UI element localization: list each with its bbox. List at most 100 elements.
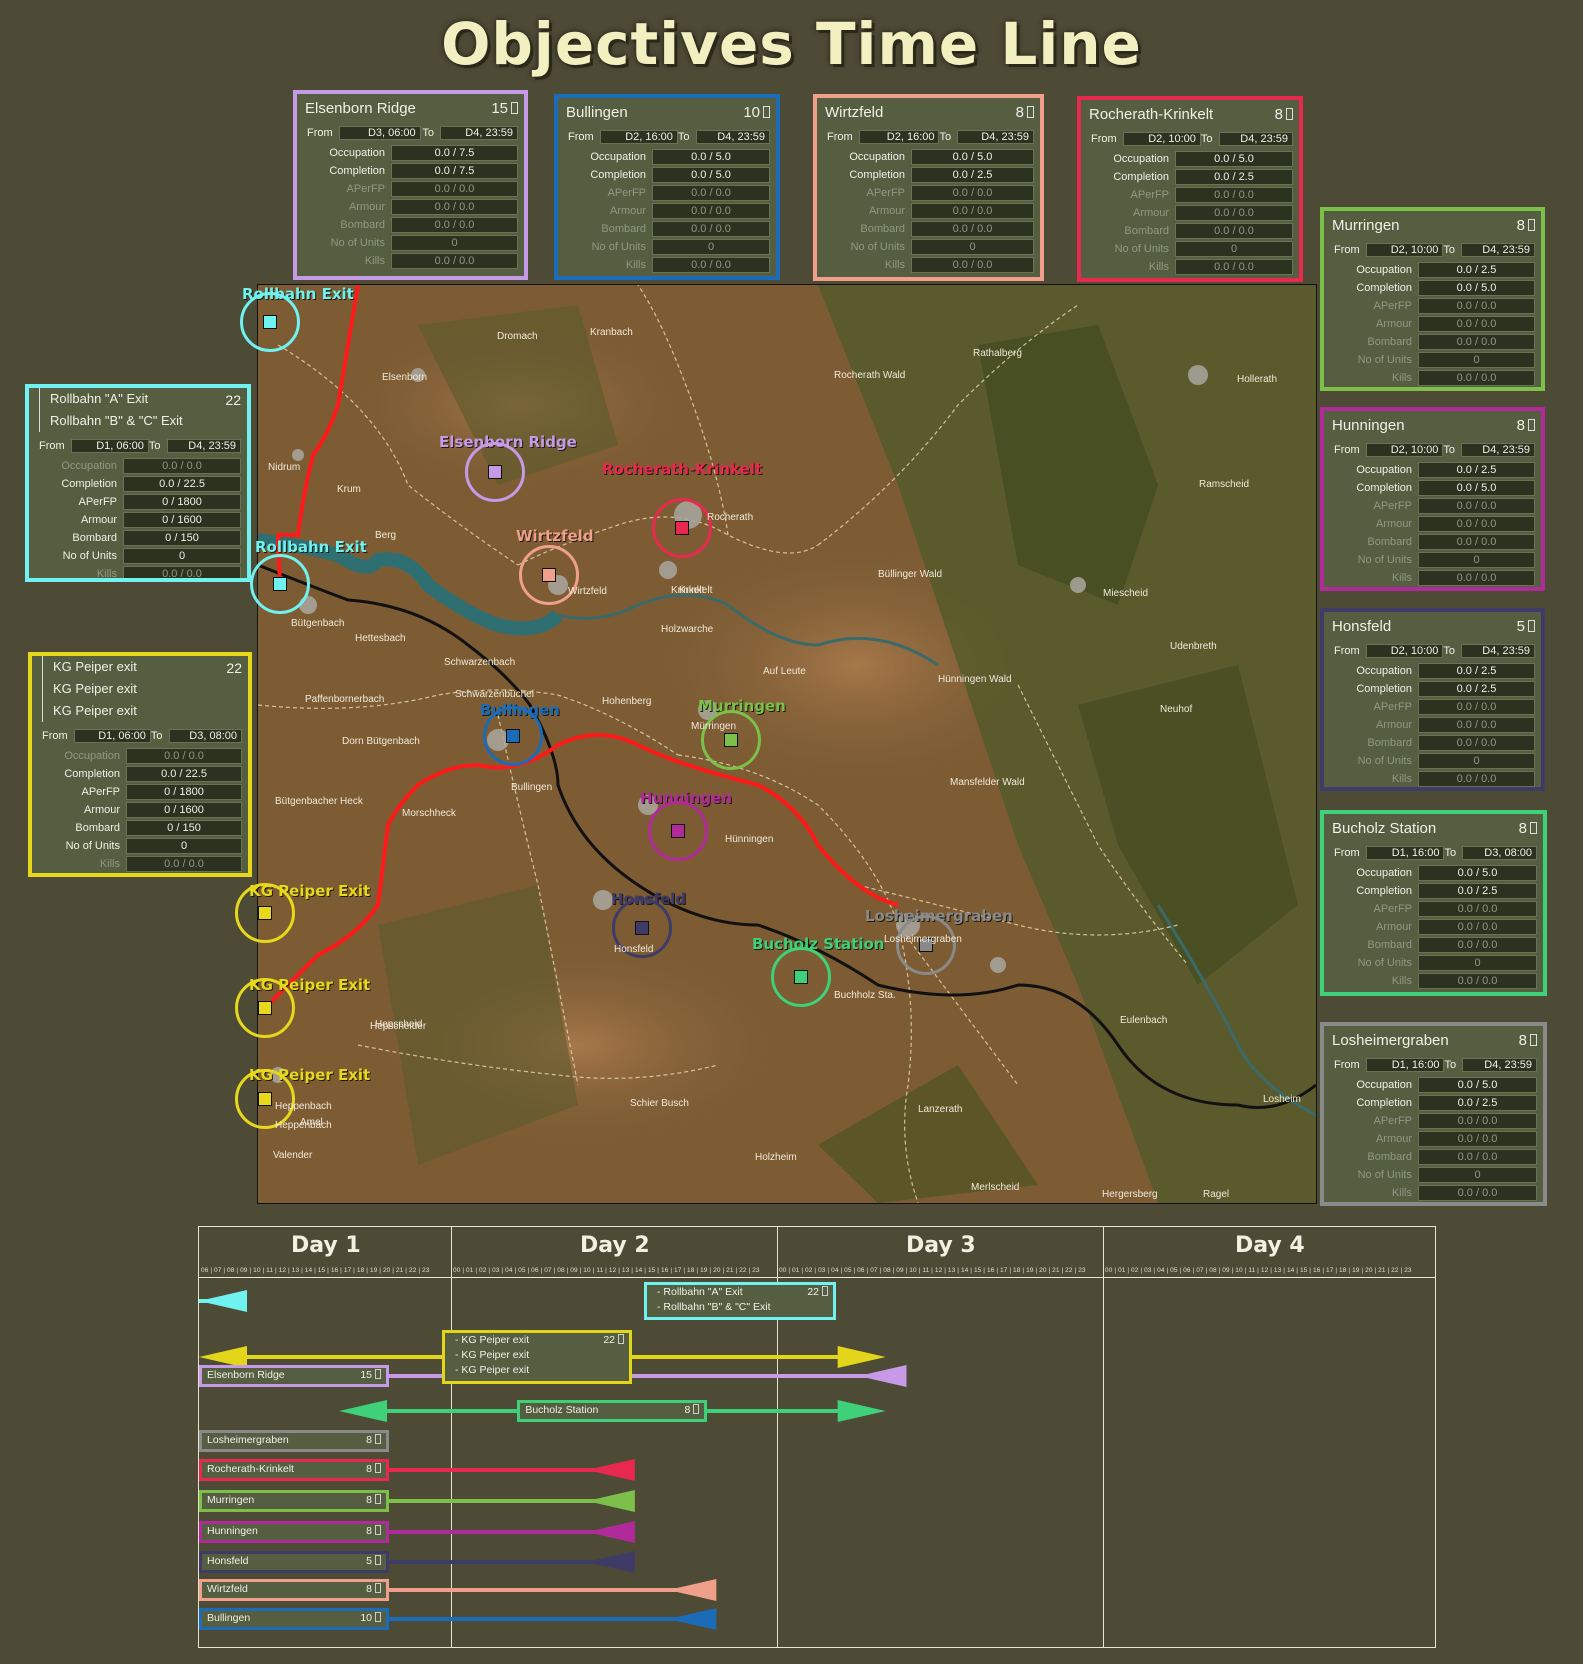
stat-label: Bombard (1367, 939, 1412, 951)
timeline-label-count: 8 (366, 1582, 381, 1597)
stat-label: Armour (1375, 921, 1412, 933)
stat-value: 0.0 / 0.0 (652, 185, 770, 201)
map-objective-marker[interactable] (235, 1069, 295, 1129)
stat-value: 0.0 / 0.0 (123, 458, 241, 474)
stat-label: Bombard (1367, 737, 1412, 749)
map-objective-marker[interactable] (771, 947, 831, 1007)
stat-label: Bombard (1367, 1151, 1412, 1163)
map-objective-marker[interactable] (652, 498, 712, 558)
objective-flag-icon (724, 733, 738, 747)
from-label: From (42, 729, 68, 742)
map-objective-marker[interactable] (612, 898, 672, 958)
stat-value: 0 / 1600 (123, 512, 241, 528)
map-objective-marker[interactable] (648, 801, 708, 861)
map-roads (257, 284, 1189, 1204)
stat-value: 0.0 / 5.0 (652, 167, 770, 183)
map-objective-marker[interactable] (235, 883, 295, 943)
stat-label: Kills (1391, 372, 1412, 384)
map-objective-marker[interactable] (465, 442, 525, 502)
map-objective-marker[interactable] (896, 915, 956, 975)
from-label: From (827, 130, 853, 143)
stat-label: Bombard (72, 532, 117, 544)
stat-label: No of Units (1357, 1169, 1412, 1181)
from-label: From (568, 130, 594, 143)
map-place-name: Schwarzenbach (444, 657, 516, 668)
stat-value: 0.0 / 0.0 (1175, 223, 1293, 239)
from-value: D2, 16:00 (858, 129, 940, 144)
timeline-header-divider (199, 1277, 1435, 1278)
map-objective-marker[interactable] (483, 706, 543, 766)
map-place-name: Auf Leute (763, 666, 806, 677)
map-objective-marker[interactable] (235, 978, 295, 1038)
stat-label: Occupation (849, 151, 905, 163)
stat-value: 0.0 / 0.0 (391, 199, 518, 215)
map-place-name: Amel (300, 1117, 323, 1128)
battle-map[interactable] (257, 284, 1317, 1204)
stat-label: No of Units (1357, 354, 1412, 366)
forest-area (1078, 665, 1298, 985)
to-label: To (1200, 132, 1213, 145)
stat-value: 0.0 / 0.0 (911, 185, 1034, 201)
to-value: D4, 23:59 (1461, 242, 1535, 257)
to-value: D3, 08:00 (168, 728, 242, 743)
map-objective-marker[interactable] (519, 545, 579, 605)
from-value: D1, 06:00 (70, 438, 149, 453)
stat-value: 0.0 / 0.0 (1418, 901, 1537, 917)
card-title: Losheimergraben (1332, 1031, 1449, 1049)
timeline-arrowhead (668, 1608, 717, 1630)
stat-label: APerFP (1373, 300, 1412, 312)
map-place-name: Rocherath Wald (834, 370, 906, 381)
card-title: Rollbahn "A" Exit (39, 388, 241, 410)
stat-label: Armour (83, 804, 120, 816)
stat-value: 0.0 / 7.5 (391, 145, 518, 161)
timeline-hour-ticks: 00 | 01 | 02 | 03 | 04 | 05 | 06 | 07 | … (779, 1267, 1086, 1274)
map-objective-marker[interactable] (250, 554, 310, 614)
timeline-label-rollbahn[interactable]: Rollbahn "A" Exit22Rollbahn "B" & "C" Ex… (644, 1282, 836, 1320)
map-place-name: Buchholz Sta. (834, 990, 896, 1001)
stat-label: Bombard (1367, 336, 1412, 348)
map-objective-marker[interactable] (701, 710, 761, 770)
timeline-day-label: Day 4 (1235, 1233, 1305, 1258)
map-objective-marker[interactable] (240, 292, 300, 352)
stat-label: APerFP (1373, 500, 1412, 512)
stat-label: Occupation (1356, 1079, 1412, 1091)
stat-label: No of Units (591, 241, 646, 253)
timeline-label-name: KG Peiper exit (450, 1348, 529, 1363)
stat-label: No of Units (62, 550, 117, 562)
